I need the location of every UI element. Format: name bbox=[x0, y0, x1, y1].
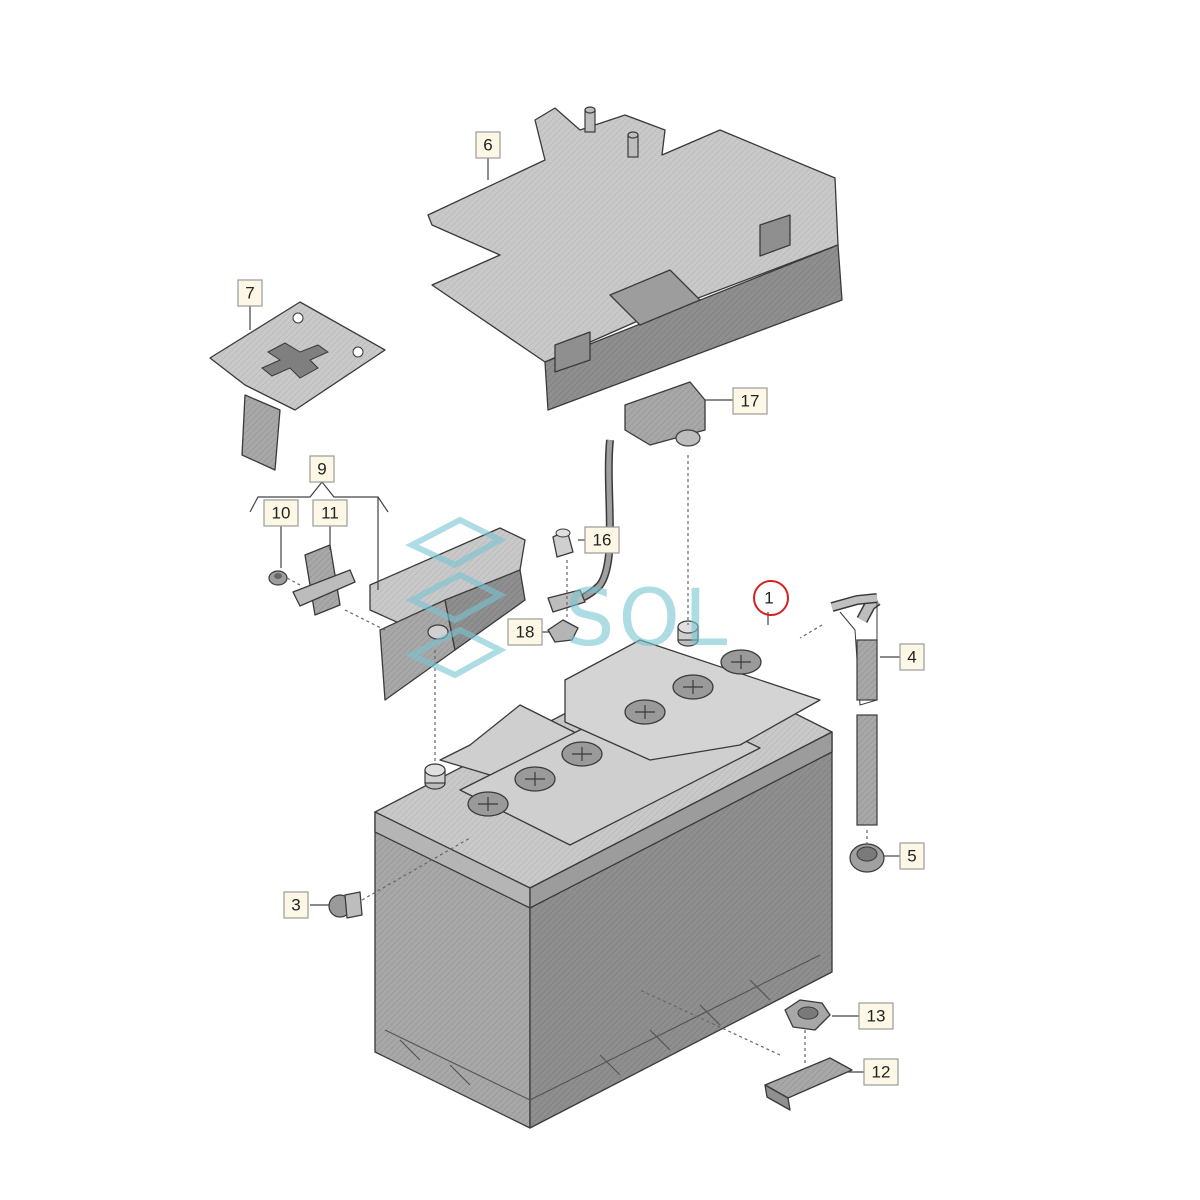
part-18-clip bbox=[547, 619, 579, 643]
svg-text:11: 11 bbox=[321, 504, 339, 523]
callout-10: 10 bbox=[263, 499, 299, 527]
watermark-text: SOL bbox=[565, 574, 731, 664]
svg-text:1: 1 bbox=[764, 589, 773, 608]
part-16-cap bbox=[552, 528, 574, 558]
callout-9: 9 bbox=[309, 455, 335, 483]
svg-text:17: 17 bbox=[741, 392, 760, 411]
callout-16: 16 bbox=[584, 526, 620, 554]
fuse-11 bbox=[292, 544, 356, 616]
svg-text:16: 16 bbox=[593, 531, 612, 550]
nut-5 bbox=[849, 843, 885, 873]
vent-caps bbox=[467, 649, 762, 817]
svg-text:12: 12 bbox=[872, 1063, 891, 1082]
callout-3: 3 bbox=[283, 891, 309, 919]
nut-10 bbox=[268, 570, 288, 586]
svg-text:13: 13 bbox=[867, 1007, 886, 1026]
battery-cover bbox=[427, 106, 843, 411]
svg-text:18: 18 bbox=[516, 623, 535, 642]
earth-cable bbox=[547, 381, 706, 613]
assembly-lines bbox=[286, 455, 868, 1065]
battery bbox=[374, 620, 833, 1129]
svg-text:3: 3 bbox=[291, 896, 300, 915]
nut-13 bbox=[784, 999, 831, 1031]
svg-text:9: 9 bbox=[317, 460, 326, 479]
svg-text:6: 6 bbox=[483, 136, 492, 155]
callout-7: 7 bbox=[237, 279, 263, 307]
callout-6: 6 bbox=[475, 131, 501, 159]
hold-down-bolt bbox=[830, 593, 881, 826]
callout-17: 17 bbox=[732, 387, 768, 415]
watermark: SOL bbox=[405, 516, 731, 679]
callout-18: 18 bbox=[507, 618, 543, 646]
callout-1: 1 bbox=[753, 580, 789, 616]
callout-11: 11 bbox=[312, 499, 348, 527]
svg-text:4: 4 bbox=[907, 648, 916, 667]
screw-3 bbox=[328, 891, 363, 919]
svg-text:10: 10 bbox=[272, 504, 291, 523]
callout-12: 12 bbox=[863, 1058, 899, 1086]
svg-text:7: 7 bbox=[245, 284, 254, 303]
callout-13: 13 bbox=[858, 1002, 894, 1030]
clamp-12 bbox=[764, 1057, 853, 1111]
positive-cover-plate bbox=[209, 301, 386, 471]
battery-terminals bbox=[424, 620, 699, 790]
callout-5: 5 bbox=[899, 842, 925, 870]
callout-4: 4 bbox=[899, 643, 925, 671]
svg-text:5: 5 bbox=[907, 847, 916, 866]
